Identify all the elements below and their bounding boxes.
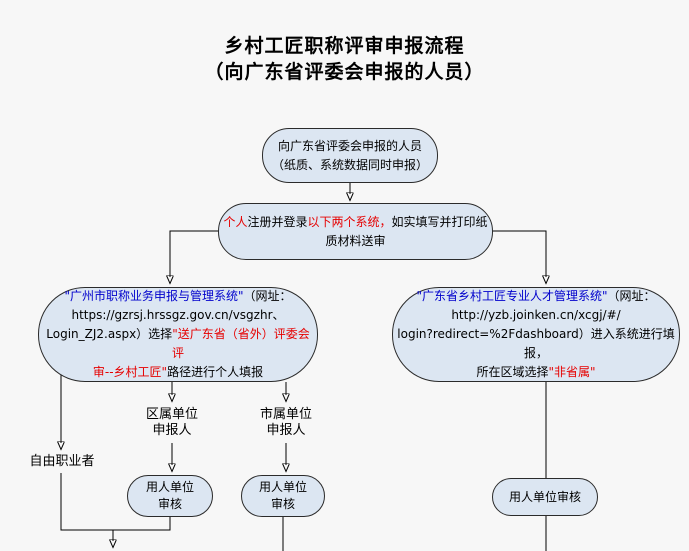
- page-title-line2: （向广东省评委会申报的人员）: [204, 61, 485, 83]
- node-employer-review-city-text: 用人单位 审核: [258, 480, 307, 511]
- page-title-line1: 乡村工匠职称评审申报流程: [224, 35, 465, 57]
- node-employer-review-city: 用人单位 审核: [241, 475, 325, 517]
- text-segment: "广州市职称业务申报与管理系统": [64, 289, 244, 303]
- node-applicants: 向广东省评委会申报的人员 （纸质、系统数据同时申报）: [262, 128, 438, 183]
- node-employer-review-district: 用人单位 审核: [127, 475, 213, 517]
- node-guangzhou-system: "广州市职称业务申报与管理系统"（网址： https://gzrsj.hrssg…: [38, 287, 318, 382]
- text-segment: 以下两个系统，: [307, 214, 392, 229]
- text-segment: "送广东省（省外）评委会评 审--乡村工匠": [92, 327, 310, 379]
- text-segment: 个人: [223, 214, 248, 229]
- text-segment: "广东省乡村工匠专业人才管理系统": [416, 289, 608, 303]
- node-guangdong-system-text: "广东省乡村工匠专业人才管理系统"（网址： http://yzb.joinken…: [397, 287, 675, 382]
- text-segment: 路径进行个人填报: [167, 365, 264, 379]
- label-city-unit-applicant: 市属单位 申报人: [259, 407, 312, 438]
- text-segment: "非省属": [548, 365, 596, 379]
- text-segment: 如实填写并打印纸 质材料送审: [325, 214, 488, 248]
- node-applicants-text: 向广东省评委会申报的人员 （纸质、系统数据同时申报）: [271, 138, 428, 172]
- label-district-unit-applicant: 区属单位 申报人: [145, 407, 198, 438]
- node-employer-review-province-text: 用人单位审核: [508, 489, 581, 504]
- node-register-systems-text: 个人注册并登录以下两个系统，如实填写并打印纸 质材料送审: [222, 213, 489, 251]
- node-employer-review-district-text: 用人单位 审核: [145, 480, 194, 511]
- connector-register-to-guangdong: [493, 230, 546, 277]
- node-register-systems: 个人注册并登录以下两个系统，如实填写并打印纸 质材料送审: [218, 203, 493, 260]
- connector-register-to-guangzhou: [170, 230, 218, 277]
- text-segment: 注册并登录: [247, 214, 308, 229]
- node-employer-review-province: 用人单位审核: [492, 478, 598, 516]
- text-segment: （网址： http://yzb.joinken.cn/xcgj/#/ login…: [397, 289, 675, 379]
- node-guangdong-system: "广东省乡村工匠专业人才管理系统"（网址： http://yzb.joinken…: [392, 287, 680, 382]
- label-freelancer: 自由职业者: [29, 454, 95, 469]
- node-guangzhou-system-text: "广州市职称业务申报与管理系统"（网址： https://gzrsj.hrssg…: [43, 287, 313, 382]
- text-segment: （网址： https://gzrsj.hrssgz.gov.cn/vsgzhr、…: [46, 289, 292, 341]
